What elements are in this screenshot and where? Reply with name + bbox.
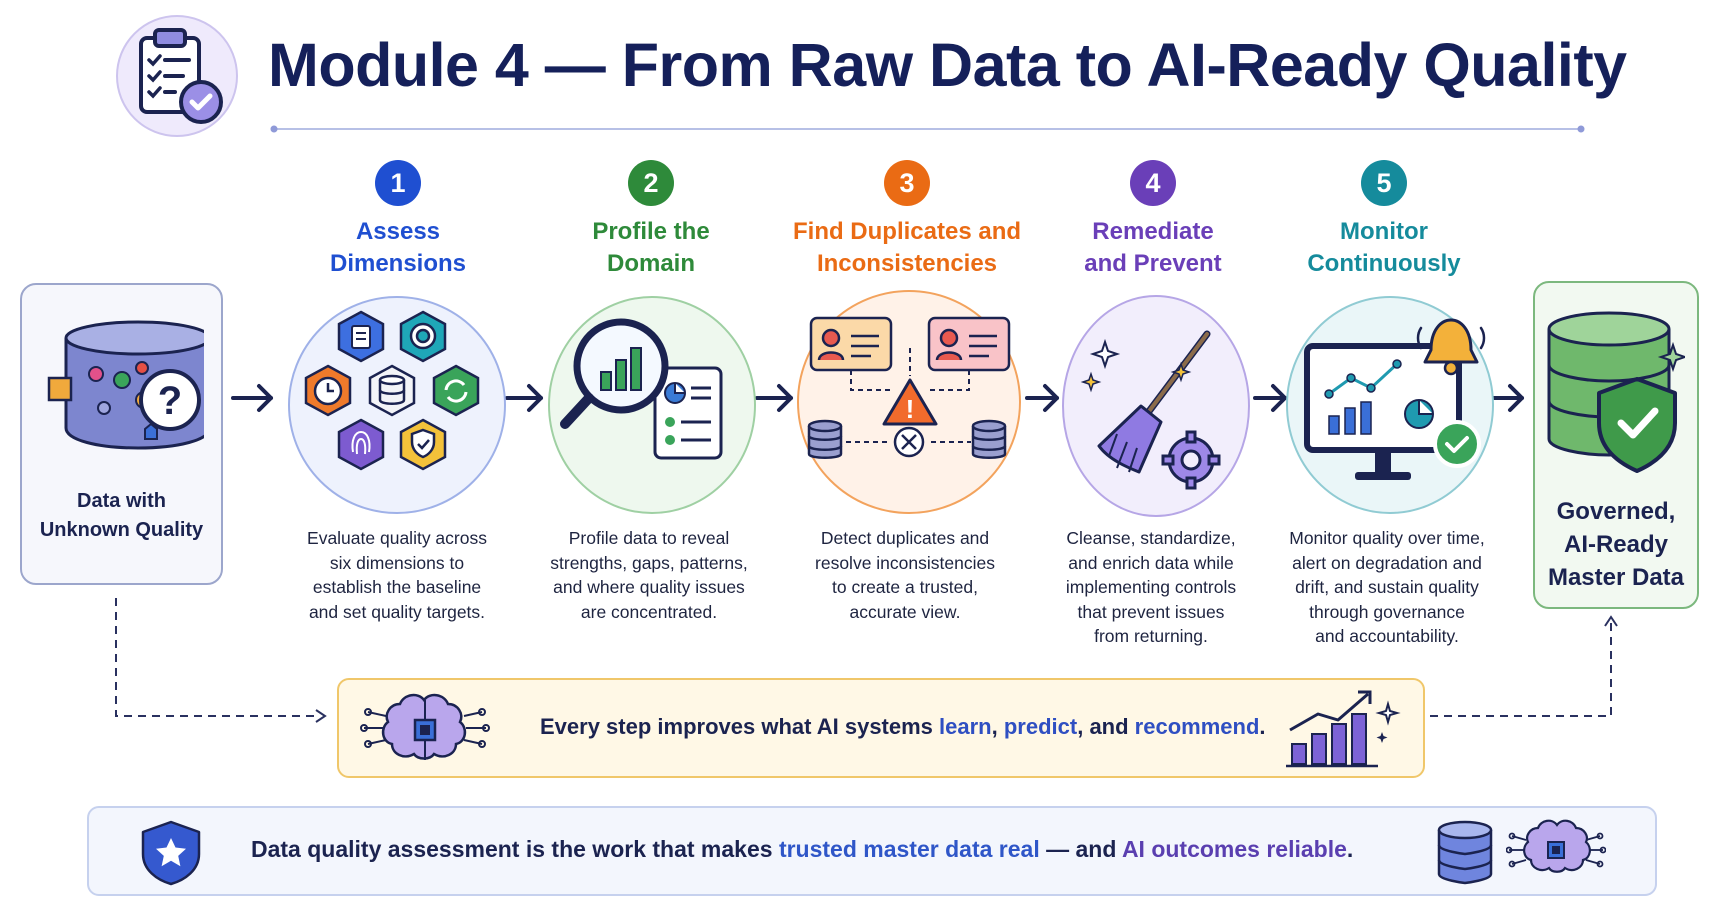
output-label: Governed, AI-Ready Master Data (1533, 495, 1699, 594)
arrow-icon (505, 384, 543, 412)
step-4-description: Cleanse, standardize, and enrich data wh… (1041, 526, 1261, 649)
ai-text-prefix: Every step improves what AI systems (540, 714, 940, 739)
step-3-title: Find Duplicates and Inconsistencies (787, 216, 1027, 280)
desc-line: Profile data to reveal (568, 528, 730, 548)
ai-brain-chip-icon (360, 693, 490, 760)
output-label-line3: Master Data (1547, 564, 1685, 591)
desc-line: six dimensions to (329, 552, 465, 573)
ai-word-predict: predict (1003, 714, 1078, 739)
page-title: Module 4 — From Raw Data to AI-Ready Qua… (268, 31, 1627, 99)
desc-line: through governance (1309, 601, 1465, 622)
ai-impact-banner (337, 678, 1425, 778)
footer-text-suffix: . (1346, 836, 1354, 862)
ai-text-sep1: , (991, 714, 1004, 739)
desc-line: and enrich data while (1068, 552, 1234, 573)
desc-line: resolve inconsistencies (815, 552, 995, 573)
step-2-title: Profile the Domain (531, 216, 771, 280)
footer-text-middle: — and (1039, 836, 1122, 862)
desc-line: that prevent issues (1077, 601, 1225, 622)
step-4-title: Remediate and Prevent (1033, 216, 1273, 280)
step-4-title-line2: and Prevent (1084, 250, 1222, 277)
footer-text: Data quality assessment is the work that… (251, 836, 1353, 863)
desc-line: Evaluate quality across (307, 528, 487, 548)
desc-line: from returning. (1094, 626, 1208, 646)
desc-line: strengths, gaps, patterns, (550, 552, 748, 573)
database-question-icon: ? (47, 320, 204, 450)
step-1-title-line2: Dimensions (329, 250, 467, 277)
desc-line: alert on degradation and (1292, 552, 1482, 573)
magnifier-report-icon (548, 296, 756, 514)
svg-text:!: ! (906, 394, 915, 424)
ai-text-sep2: , and (1077, 714, 1135, 739)
svg-text:?: ? (158, 379, 182, 423)
desc-line: Detect duplicates and (820, 528, 990, 548)
clipboard-checklist-icon (116, 15, 238, 137)
step-3-title-line2: Inconsistencies (816, 250, 998, 277)
desc-line: to create a trusted, (832, 577, 978, 597)
step-2-title-line2: Domain (606, 250, 695, 277)
step-3-description: Detect duplicates and resolve inconsiste… (795, 526, 1015, 624)
step-1-title: Assess Dimensions (278, 216, 518, 280)
desc-line: Monitor quality over time, (1289, 528, 1485, 548)
desc-line: establish the baseline (312, 577, 482, 597)
step-2-description: Profile data to reveal strengths, gaps, … (539, 526, 759, 624)
step-5-description: Monitor quality over time, alert on degr… (1274, 526, 1500, 649)
step-2-title-line1: Profile the (592, 218, 710, 245)
arrow-icon (755, 384, 793, 412)
step-2-number: 2 (628, 160, 674, 206)
desc-line: and accountability. (1315, 626, 1459, 646)
footer-highlight-ai: AI outcomes reliable (1121, 836, 1347, 862)
input-label-line2: Unknown Quality (39, 519, 204, 541)
desc-line: Cleanse, standardize, (1066, 528, 1236, 548)
output-label-line2: AI-Ready (1563, 531, 1669, 558)
step-3-title-line1: Find Duplicates and (792, 218, 1022, 245)
hexagon-dimensions-icon (288, 296, 506, 514)
footer-text-prefix: Data quality assessment is the work that… (251, 836, 779, 862)
growth-chart-icon (1286, 690, 1401, 768)
desc-line: and set quality targets. (308, 601, 486, 622)
shield-star-icon (141, 820, 201, 886)
desc-line: drift, and sustain quality (1295, 577, 1479, 597)
arrow-icon (1253, 384, 1287, 412)
step-1-description: Evaluate quality across six dimensions t… (287, 526, 507, 624)
database-shield-icon (1547, 311, 1685, 473)
step-1-title-line1: Assess (355, 218, 441, 245)
broom-gear-icon (1062, 295, 1250, 517)
step-5-title: Monitor Continuously (1264, 216, 1504, 280)
desc-line: are concentrated. (580, 601, 718, 622)
ai-text-suffix: . (1259, 714, 1266, 739)
title-divider (270, 125, 1585, 133)
step-1-number: 1 (375, 160, 421, 206)
desc-line: and where quality issues (553, 577, 745, 597)
ai-brain-icon (1506, 819, 1606, 873)
step-5-title-line1: Monitor (1340, 218, 1428, 245)
footer-highlight-trusted: trusted master data real (778, 836, 1040, 862)
step-5-title-line2: Continuously (1307, 250, 1461, 277)
ai-banner-text: Every step improves what AI systems lear… (540, 714, 1266, 740)
arrow-icon (231, 384, 273, 412)
database-icon (1437, 820, 1493, 885)
monitor-bell-icon (1286, 296, 1494, 514)
output-label-line1: Governed, (1556, 498, 1676, 525)
input-label-line1: Data with (77, 490, 166, 512)
desc-line: accurate view. (849, 601, 961, 622)
step-4-number: 4 (1130, 160, 1176, 206)
input-label: Data with Unknown Quality (20, 487, 223, 545)
step-3-number: 3 (884, 160, 930, 206)
step-5-number: 5 (1361, 160, 1407, 206)
footer-banner (87, 806, 1657, 896)
duplicate-records-warning-icon: ! (797, 290, 1021, 514)
ai-word-learn: learn (939, 714, 992, 739)
arrow-icon (1025, 384, 1059, 412)
ai-word-recommend: recommend (1134, 714, 1260, 739)
step-4-title-line1: Remediate (1092, 218, 1214, 245)
desc-line: implementing controls (1065, 577, 1237, 597)
